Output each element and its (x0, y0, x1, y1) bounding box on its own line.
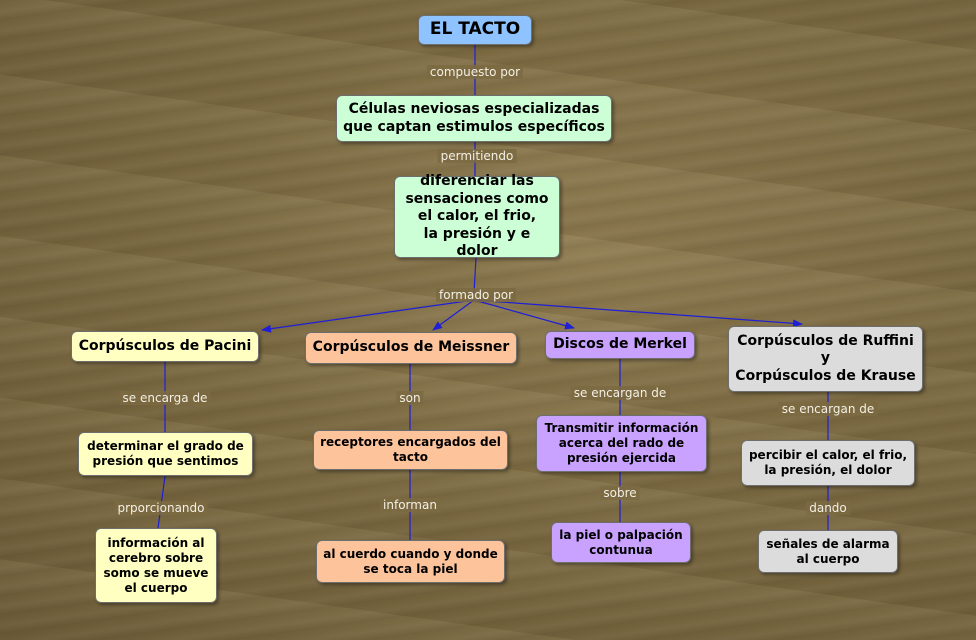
node-pacini-determinar-text: determinar el grado de presión que senti… (87, 439, 244, 468)
node-meissner[interactable]: Corpúsculos de Meissner (305, 332, 517, 364)
edge-formado-merkel (473, 299, 575, 330)
node-celulas-text: Células neviosas especializadas que capt… (343, 101, 605, 135)
label-se-encargan-de-merkel: se encargan de (570, 386, 670, 400)
node-pacini-text: Corpúsculos de Pacini (78, 337, 252, 354)
node-merkel-transmitir[interactable]: Transmitir información acerca del rado d… (536, 415, 707, 472)
node-meissner-receptores-text: receptores encargados del tacto (320, 435, 501, 464)
node-diferenciar-text: diferenciar las sensaciones como el calo… (405, 173, 549, 260)
edge-formado-ruffini (473, 299, 803, 328)
edge-formado-pacini (261, 299, 475, 333)
node-ruffini[interactable]: Corpúsculos de Ruffini y Corpúsculos de … (728, 326, 923, 392)
node-merkel-transmitir-text: Transmitir información acerca del rado d… (544, 421, 699, 465)
node-meissner-text: Corpúsculos de Meissner (312, 339, 510, 356)
label-formado-por: formado por (436, 288, 516, 302)
node-ruffini-text: Corpúsculos de Ruffini y Corpúsculos de … (735, 332, 916, 384)
node-merkel[interactable]: Discos de Merkel (545, 331, 695, 359)
node-meissner-informan-text: al cuerdo cuando y donde se toca la piel (323, 546, 498, 576)
node-meissner-informan[interactable]: al cuerdo cuando y donde se toca la piel (316, 540, 505, 583)
label-se-encarga-de: se encarga de (119, 391, 211, 405)
label-son: son (396, 391, 424, 405)
node-ruffini-senales-text: señales de alarma al cuerpo (766, 536, 890, 566)
node-el-tacto-text: EL TACTO (429, 19, 521, 40)
node-celulas[interactable]: Células neviosas especializadas que capt… (336, 95, 612, 142)
node-merkel-piel[interactable]: la piel o palpación contunua (551, 522, 691, 563)
node-merkel-piel-text: la piel o palpación contunua (559, 527, 683, 557)
label-permitiendo: permitiendo (437, 149, 517, 163)
node-merkel-text: Discos de Merkel (553, 336, 687, 353)
node-diferenciar[interactable]: diferenciar las sensaciones como el calo… (394, 173, 560, 260)
label-informan: informan (380, 498, 440, 512)
node-ruffini-percibir-text: percibir el calor, el frio, la presión, … (748, 448, 908, 477)
label-compuesto-por: compuesto por (426, 65, 524, 79)
label-prporcionando: prporcionando (114, 501, 208, 515)
label-se-encargan-de-ruffini: se encargan de (778, 402, 878, 416)
edge-diferenciar-formado (473, 257, 477, 294)
node-ruffini-percibir[interactable]: percibir el calor, el frio, la presión, … (741, 440, 915, 486)
label-sobre: sobre (600, 486, 640, 500)
node-meissner-receptores[interactable]: receptores encargados del tacto (313, 430, 508, 470)
node-pacini-determinar[interactable]: determinar el grado de presión que senti… (78, 432, 253, 476)
node-pacini-informacion[interactable]: información al cerebro sobre somo se mue… (95, 528, 217, 603)
node-pacini[interactable]: Corpúsculos de Pacini (71, 331, 259, 362)
node-ruffini-senales[interactable]: señales de alarma al cuerpo (758, 530, 898, 573)
label-dando: dando (806, 501, 850, 515)
node-el-tacto[interactable]: EL TACTO (418, 15, 532, 45)
node-pacini-informacion-text: información al cerebro sobre somo se mue… (103, 535, 209, 595)
edge-formado-meissner (432, 299, 475, 331)
